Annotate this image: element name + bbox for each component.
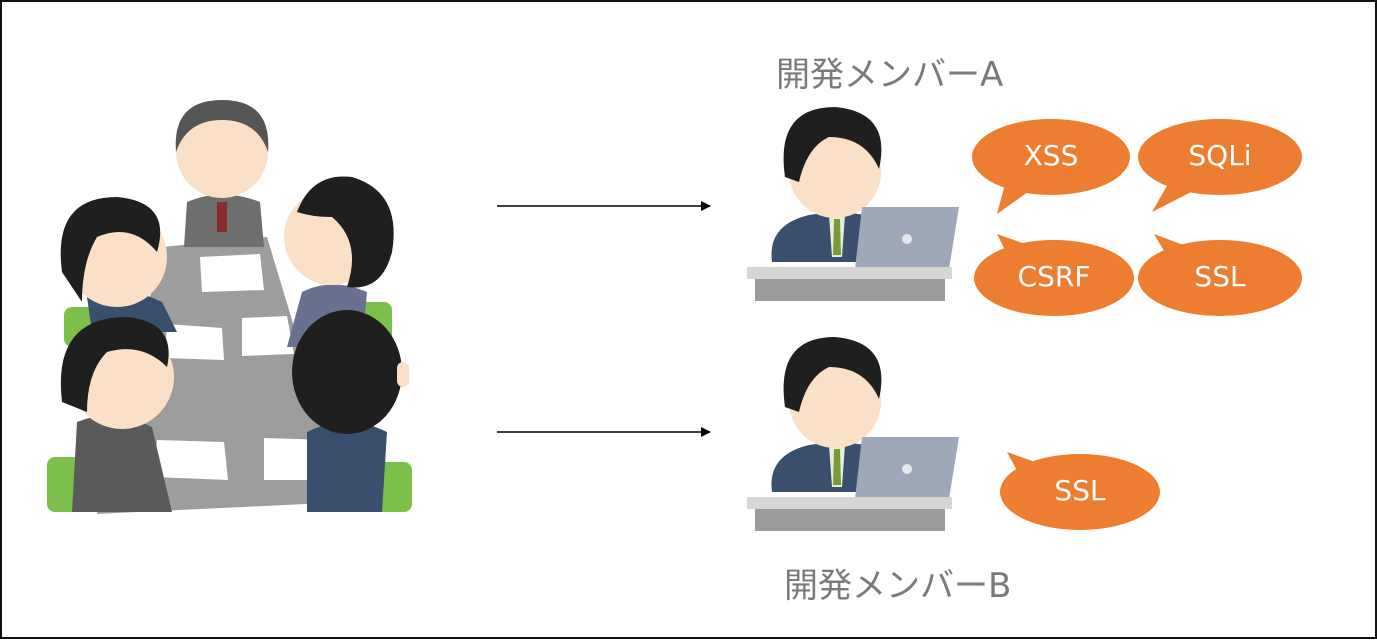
developer-b-illustration: [747, 337, 959, 531]
speech-bubble-csrf: CSRF: [974, 234, 1134, 316]
speech-bubble-sqli: SQLi: [1138, 119, 1302, 212]
speech-bubble-xss: XSS: [972, 119, 1130, 214]
paper-icon: [200, 254, 264, 292]
bubble-label: SSL: [1194, 260, 1246, 293]
member-a-label: 開発メンバーA: [776, 55, 1004, 95]
bubble-label: SQLi: [1188, 139, 1251, 172]
bubble-label: SSL: [1054, 474, 1106, 507]
paper-icon: [242, 316, 294, 356]
developer-a-illustration: [747, 107, 959, 301]
speech-bubble-ssl-b: SSL: [1000, 452, 1160, 530]
meeting-illustration: [47, 100, 412, 514]
paper-icon: [165, 324, 224, 360]
paper-icon: [154, 440, 228, 480]
bubble-label: CSRF: [1018, 260, 1091, 293]
person-left-bottom: [60, 317, 174, 512]
person-left-top: [60, 197, 177, 332]
person-boss: [175, 100, 269, 247]
bubble-label: XSS: [1024, 139, 1079, 172]
member-b-label: 開発メンバーB: [784, 566, 1012, 606]
person-right-bottom: [292, 310, 409, 512]
speech-bubble-ssl-a: SSL: [1138, 234, 1302, 316]
